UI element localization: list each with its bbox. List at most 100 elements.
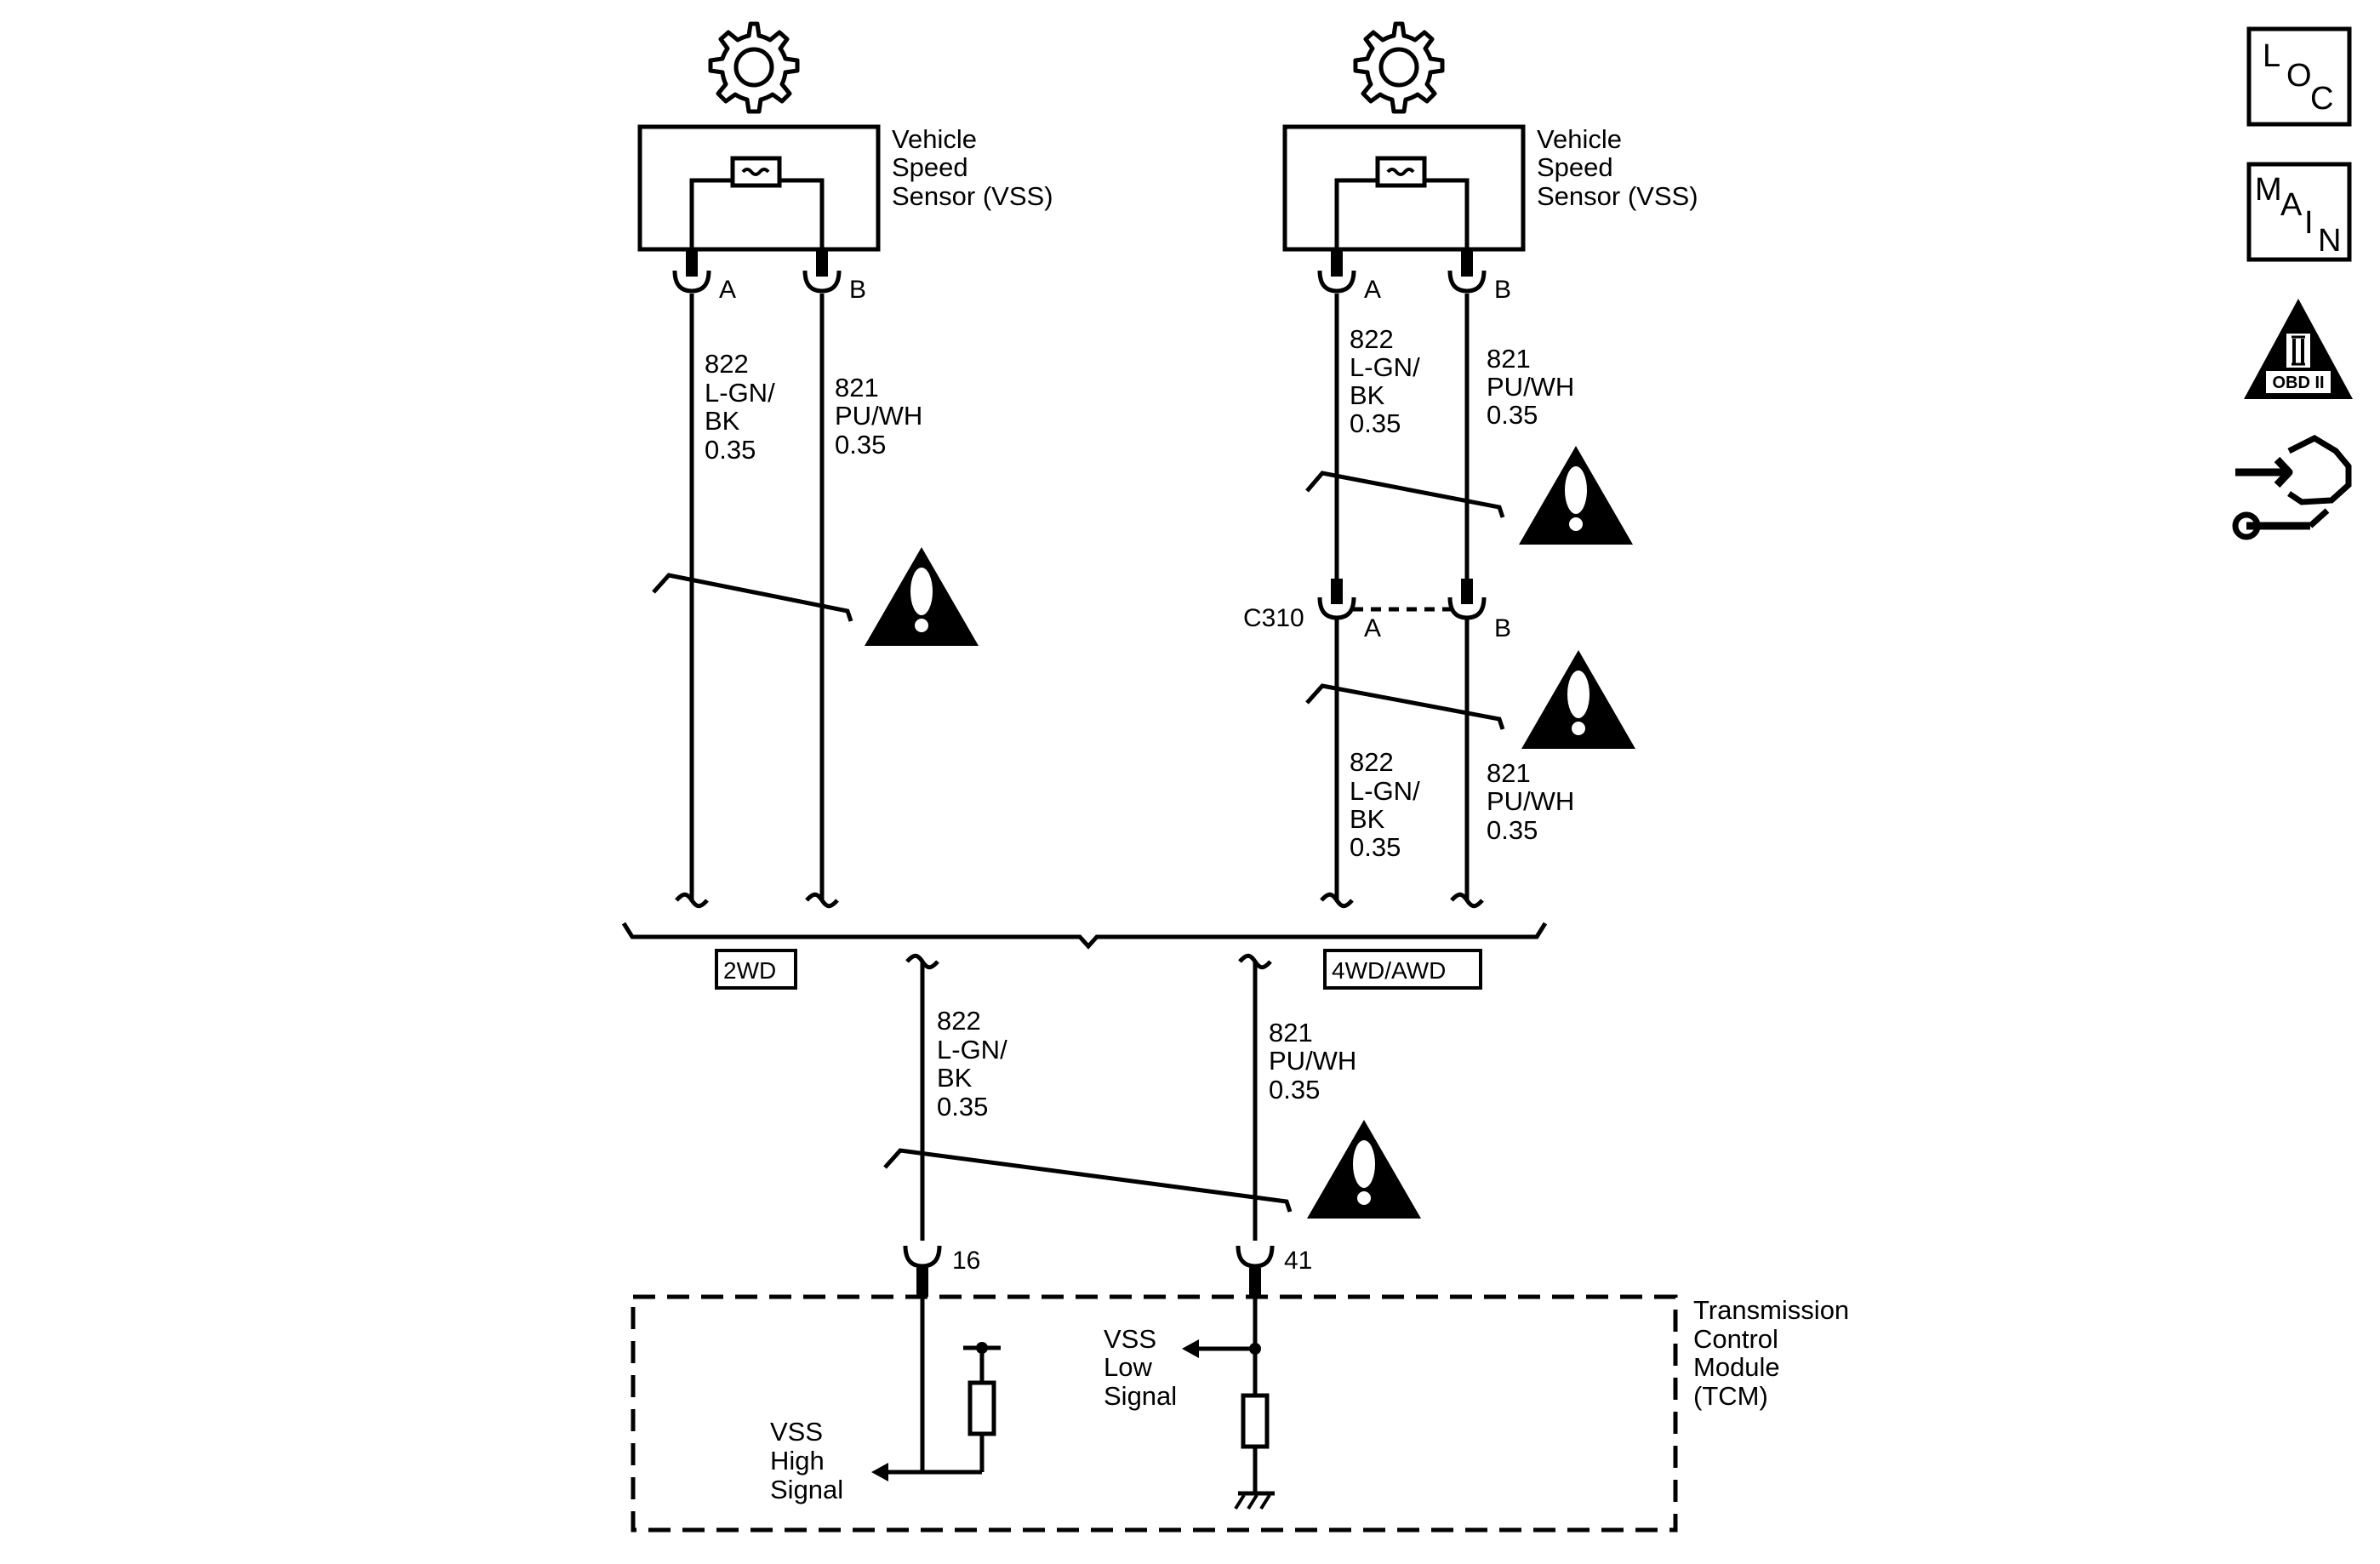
svg-text:Speed: Speed	[892, 152, 968, 182]
svg-text:0.35: 0.35	[1350, 832, 1401, 862]
obd-ii-icon[interactable]: OBD II	[2244, 299, 2353, 399]
option-label-4wd-awd: 4WD/AWD	[1332, 957, 1446, 984]
svg-text:PU/WH: PU/WH	[835, 401, 922, 431]
svg-text:L-GN/: L-GN/	[1350, 352, 1420, 382]
connector-name: C310	[1243, 604, 1304, 632]
svg-text:0.35: 0.35	[1269, 1075, 1320, 1105]
svg-text:VSS: VSS	[770, 1417, 823, 1447]
svg-text:Transmission: Transmission	[1693, 1295, 1849, 1325]
warning-triangle-icon	[865, 547, 979, 646]
svg-text:821: 821	[1269, 1018, 1313, 1047]
svg-text:L-GN/: L-GN/	[1350, 776, 1420, 806]
wire-label-822: 822 L-GN/ BK 0.35	[1350, 324, 1420, 438]
tcm-module: Transmission Control Module (TCM) VSS Hi…	[631, 1294, 1849, 1533]
sensor-label-line: Vehicle	[892, 124, 977, 154]
vss-right: Vehicle Speed Sensor (VSS) A B 822 L-GN/…	[1243, 24, 1698, 906]
svg-text:BK: BK	[705, 406, 740, 436]
sensor-label-line: Speed	[1537, 152, 1613, 182]
svg-text:BK: BK	[1350, 804, 1385, 834]
ground-icon	[1234, 1491, 1275, 1510]
pin-label-b: B	[1494, 276, 1511, 304]
sensor-element-icon	[1375, 156, 1427, 188]
svg-text:L-GN/: L-GN/	[937, 1035, 1007, 1065]
svg-text:PU/WH: PU/WH	[1269, 1046, 1356, 1076]
svg-text:822: 822	[1350, 747, 1394, 777]
svg-text:Vehicle: Vehicle	[892, 124, 977, 154]
gear-icon	[711, 24, 797, 111]
svg-text:0.35: 0.35	[835, 430, 886, 459]
main-icon[interactable]: M A I N	[2246, 162, 2352, 262]
svg-text:Vehicle: Vehicle	[1537, 124, 1622, 154]
pin-label-a: A	[1364, 276, 1381, 304]
option-brace: 2WD 4WD/AWD	[621, 922, 1548, 990]
svg-text:Control: Control	[1693, 1324, 1778, 1354]
wire-label-822: 822 L-GN/ BK 0.35	[937, 1006, 1007, 1122]
pin-label-a: A	[719, 276, 736, 304]
pin-label-b: B	[1494, 614, 1511, 642]
wire-label-822: 822 L-GN/ BK 0.35	[1350, 747, 1420, 862]
svg-text:Module: Module	[1693, 1352, 1780, 1382]
svg-text:822: 822	[937, 1006, 981, 1036]
wire-label-822: 822 L-GN/ BK 0.35	[705, 349, 775, 465]
svg-text:M: M	[2255, 172, 2282, 208]
svg-text:PU/WH: PU/WH	[1487, 786, 1574, 816]
svg-text:0.35: 0.35	[1350, 408, 1401, 438]
warning-triangle-icon	[1307, 1120, 1421, 1219]
svg-text:821: 821	[1487, 758, 1531, 788]
tcm-pin-41: 41	[1284, 1247, 1312, 1275]
svg-text:BK: BK	[1350, 380, 1385, 410]
svg-text:0.35: 0.35	[1487, 815, 1538, 845]
svg-text:L: L	[2263, 38, 2280, 74]
wire-label-821: 821 PU/WH 0.35	[1487, 758, 1574, 845]
pin-label-b: B	[849, 276, 866, 304]
svg-text:L-GN/: L-GN/	[705, 378, 775, 408]
wire-label-821: 821 PU/WH 0.35	[1487, 344, 1574, 430]
tcm-label-line: Control	[1693, 1324, 1778, 1354]
tcm-label-line: (TCM)	[1693, 1381, 1768, 1411]
svg-text:A: A	[2280, 187, 2303, 223]
svg-text:BK: BK	[937, 1063, 973, 1093]
connector-c310: C310 A B	[1243, 579, 1511, 642]
vss-high-signal-label: VSS High Signal	[770, 1417, 843, 1504]
svg-text:Signal: Signal	[770, 1475, 843, 1504]
resistor-icon	[970, 1383, 994, 1434]
tcm-label-line: Transmission	[1693, 1295, 1849, 1325]
svg-text:C: C	[2310, 81, 2333, 117]
svg-text:PU/WH: PU/WH	[1487, 372, 1574, 402]
svg-text:OBD II: OBD II	[2272, 374, 2324, 392]
svg-text:VSS: VSS	[1104, 1324, 1156, 1354]
location-icon[interactable]: L O C	[2246, 26, 2352, 127]
sensor-label-line: Vehicle	[1537, 124, 1622, 154]
svg-text:821: 821	[835, 373, 879, 402]
svg-text:821: 821	[1487, 344, 1531, 374]
warning-triangle-icon	[1519, 446, 1633, 545]
svg-text:Sensor (VSS): Sensor (VSS)	[892, 181, 1053, 211]
sensor-label-line: Sensor (VSS)	[1537, 181, 1698, 211]
option-label-2wd: 2WD	[723, 957, 776, 984]
sensor-label-line: Sensor (VSS)	[892, 181, 1053, 211]
svg-text:O: O	[2286, 58, 2312, 94]
svg-text:(TCM): (TCM)	[1693, 1381, 1768, 1411]
pin-label-a: A	[1364, 614, 1381, 642]
wire-label-821: 821 PU/WH 0.35	[835, 373, 922, 459]
svg-text:822: 822	[1350, 324, 1394, 354]
svg-text:I: I	[2304, 205, 2314, 241]
vss-low-signal-label: VSS Low Signal	[1104, 1324, 1177, 1411]
tcm-label-line: Module	[1693, 1352, 1780, 1382]
connector-end-view-icon[interactable]	[2232, 435, 2352, 540]
sensor-element-icon	[730, 156, 782, 188]
svg-text:N: N	[2318, 223, 2341, 259]
svg-text:Speed: Speed	[1537, 152, 1613, 182]
gear-icon	[1356, 24, 1442, 111]
svg-text:0.35: 0.35	[705, 435, 756, 465]
svg-text:Low: Low	[1104, 1352, 1152, 1382]
resistor-icon	[1243, 1396, 1267, 1447]
wire-label-821: 821 PU/WH 0.35	[1269, 1018, 1356, 1105]
vss-left: Vehicle Speed Sensor (VSS) A B 822 L-GN/…	[637, 24, 1053, 906]
svg-text:822: 822	[705, 349, 749, 379]
warning-triangle-icon	[1521, 650, 1635, 749]
svg-text:High: High	[770, 1446, 825, 1476]
svg-text:0.35: 0.35	[1487, 400, 1538, 430]
svg-text:0.35: 0.35	[937, 1092, 988, 1122]
